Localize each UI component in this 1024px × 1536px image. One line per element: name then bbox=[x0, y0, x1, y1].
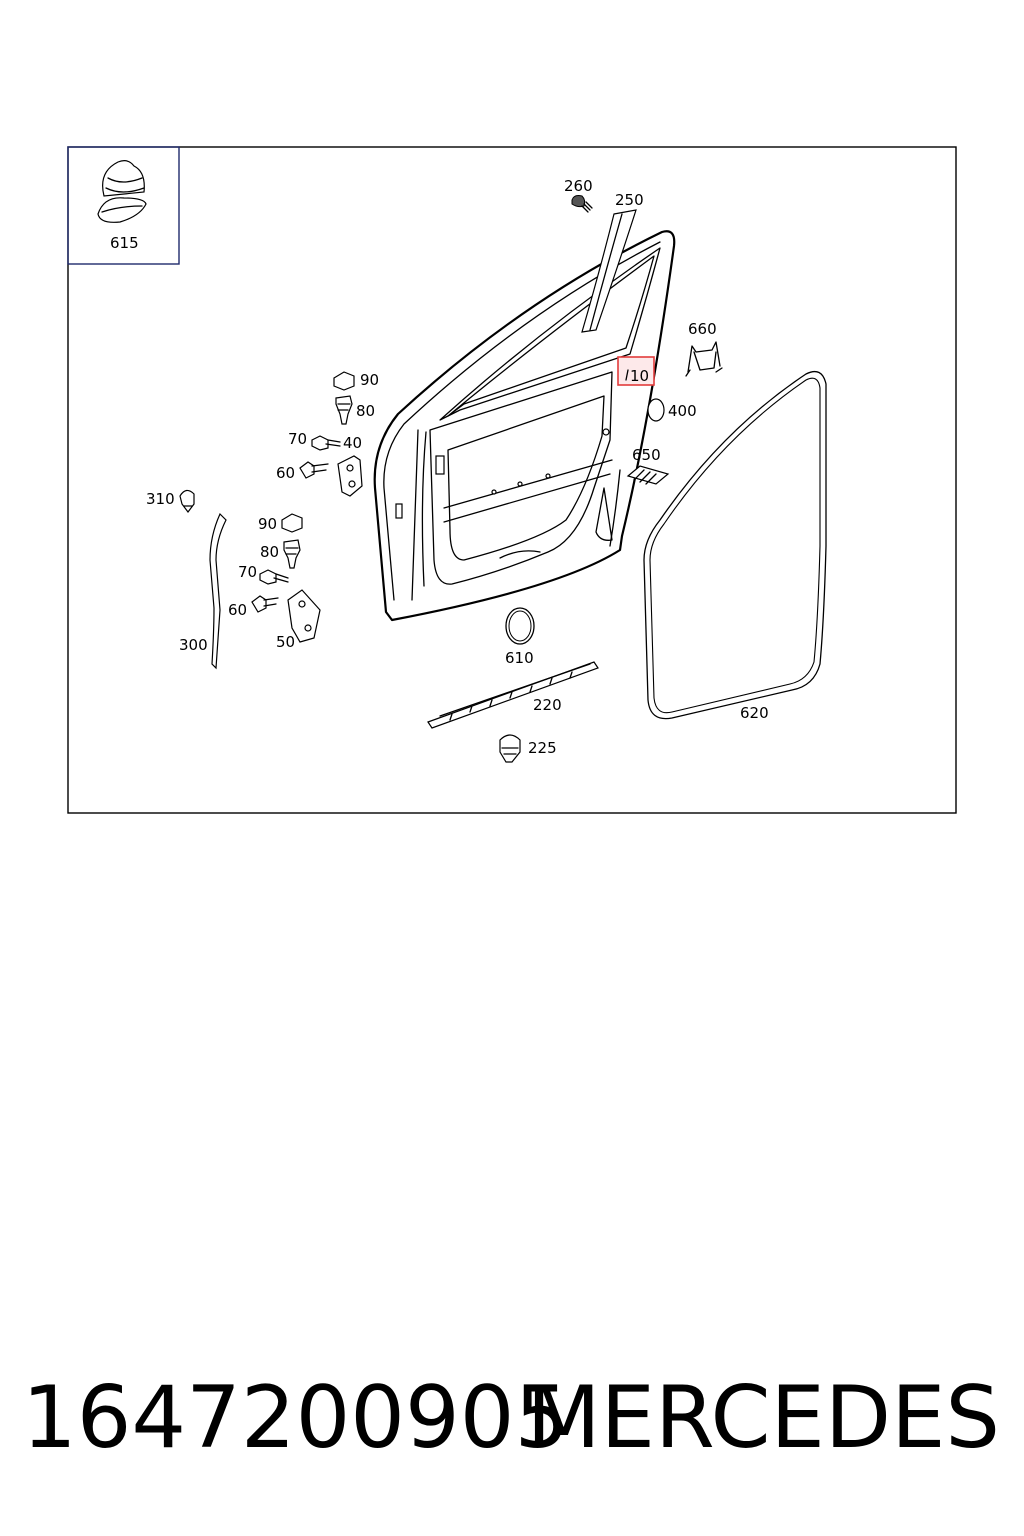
highlight-box bbox=[617, 356, 655, 386]
sill-strip-220-part bbox=[427, 661, 599, 729]
clip-225-part bbox=[499, 734, 521, 763]
inset-box bbox=[67, 146, 180, 265]
brand-name: MERCEDES bbox=[526, 1368, 1000, 1468]
label-225: 225 bbox=[528, 739, 557, 757]
label-70-lower: 70 bbox=[238, 563, 257, 581]
holder-650-part bbox=[626, 465, 670, 485]
seal-strip-300-part bbox=[209, 512, 227, 670]
label-60-lower: 60 bbox=[228, 601, 247, 619]
footer: 1647200905 MERCEDES bbox=[0, 1368, 1024, 1468]
plug-400-part bbox=[647, 398, 665, 422]
diagram-frame bbox=[67, 146, 957, 814]
label-300: 300 bbox=[179, 636, 208, 654]
label-10: 10 bbox=[630, 367, 649, 385]
label-70-upper: 70 bbox=[288, 430, 307, 448]
label-310: 310 bbox=[146, 490, 175, 508]
label-610: 610 bbox=[505, 649, 534, 667]
label-260: 260 bbox=[564, 177, 593, 195]
label-650: 650 bbox=[632, 446, 661, 464]
label-50: 50 bbox=[276, 633, 295, 651]
door-shell-part bbox=[373, 230, 676, 622]
label-400: 400 bbox=[668, 402, 697, 420]
label-60-upper: 60 bbox=[276, 464, 295, 482]
label-660: 660 bbox=[688, 320, 717, 338]
label-220: 220 bbox=[533, 696, 562, 714]
clip-660-part bbox=[685, 341, 723, 377]
hinge-lower-group bbox=[251, 513, 321, 643]
label-250: 250 bbox=[615, 191, 644, 209]
hinge-upper-group bbox=[299, 371, 363, 497]
label-620: 620 bbox=[740, 704, 769, 722]
label-90-lower: 90 bbox=[258, 515, 277, 533]
door-seal-620-part bbox=[643, 370, 827, 720]
screw-260-part bbox=[571, 195, 593, 213]
part-number: 1647200905 bbox=[22, 1368, 570, 1468]
grommet-615-part bbox=[97, 160, 147, 223]
label-90-upper: 90 bbox=[360, 371, 379, 389]
clip-310-part bbox=[179, 489, 195, 513]
trim-strip-250-part bbox=[581, 209, 637, 333]
label-40: 40 bbox=[343, 434, 362, 452]
label-80-lower: 80 bbox=[260, 543, 279, 561]
ring-610-part bbox=[505, 607, 535, 645]
label-80-upper: 80 bbox=[356, 402, 375, 420]
label-615: 615 bbox=[110, 234, 139, 252]
